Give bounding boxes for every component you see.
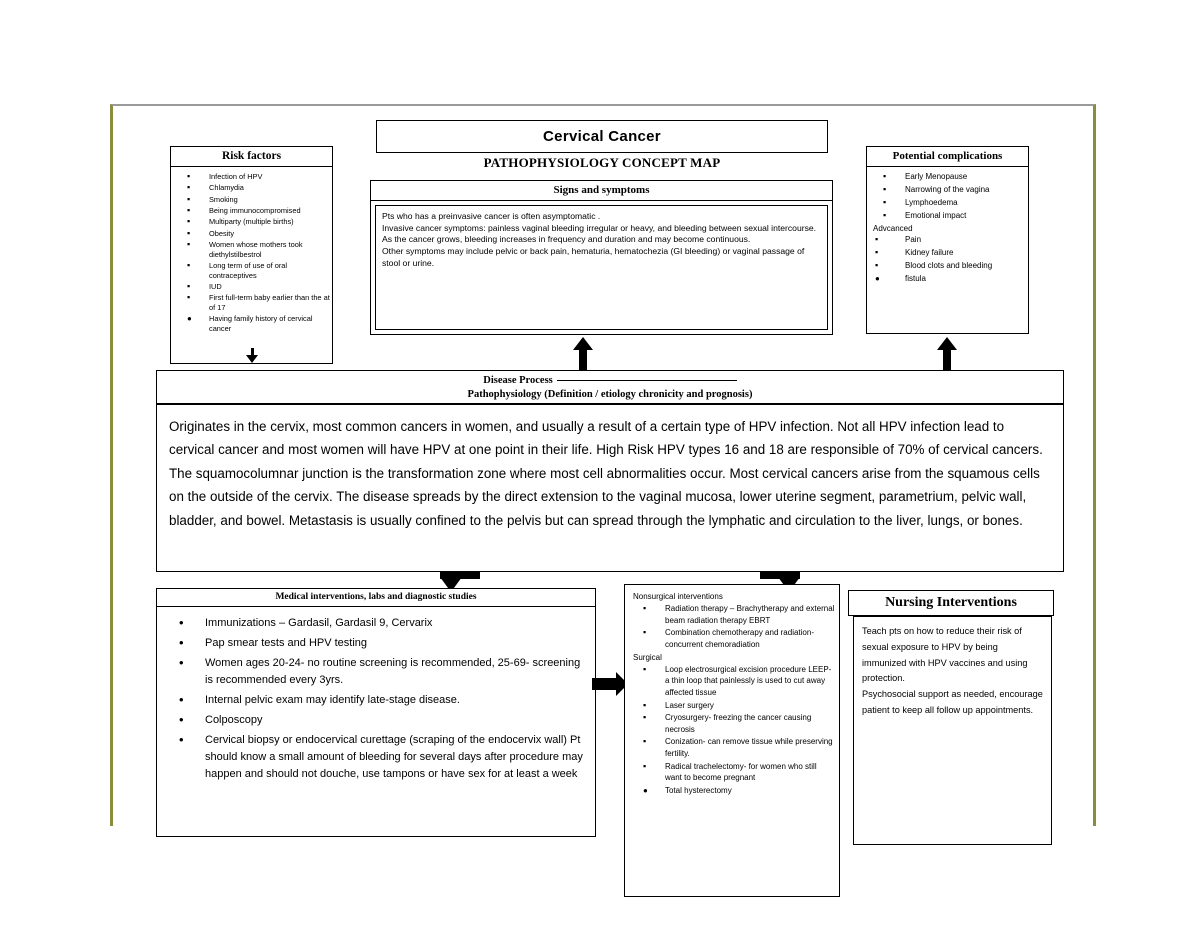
- list-item: Pain: [867, 234, 1026, 246]
- list-item: Pap smear tests and HPV testing: [157, 633, 587, 653]
- list-item: First full-term baby earlier than the at…: [171, 292, 330, 313]
- arrow-disease-to-signs-icon: [573, 337, 593, 370]
- signs-and-symptoms-header: Signs and symptoms: [371, 181, 832, 201]
- text-line: Pts who has a preinvasive cancer is ofte…: [382, 210, 601, 221]
- text-line: Invasive cancer symptoms: painless vagin…: [382, 222, 817, 233]
- list-item: Emotional impact: [867, 210, 1026, 222]
- list-item: Women whose mothers took diethylstilbest…: [171, 239, 330, 260]
- disease-process-body-box: Originates in the cervix, most common ca…: [156, 404, 1064, 572]
- risk-factors-box: Risk factors Infection of HPV Chlamydia …: [170, 146, 333, 364]
- disease-process-title: Disease Process: [483, 375, 553, 386]
- list-item: Colposcopy: [157, 710, 587, 730]
- signs-and-symptoms-box: Signs and symptoms Pts who has a preinva…: [370, 180, 833, 335]
- signs-and-symptoms-body: Pts who has a preinvasive cancer is ofte…: [375, 204, 828, 330]
- list-item: Internal pelvic exam may identify late-s…: [157, 690, 587, 710]
- arrow-disease-to-complications-icon: [937, 337, 957, 370]
- medical-interventions-list: Immunizations – Gardasil, Gardasil 9, Ce…: [157, 607, 595, 783]
- complications-advanced-list: Pain Kidney failure Blood clots and blee…: [867, 234, 1028, 285]
- disease-process-title-row: Disease Process: [157, 374, 1063, 388]
- disease-process-subtitle: Pathophysiology (Definition / etiology c…: [467, 389, 753, 401]
- risk-factors-list: Infection of HPV Chlamydia Smoking Being…: [171, 167, 332, 337]
- list-item: Multiparty (multiple births): [171, 216, 330, 228]
- list-item: Conization- can remove tissue while pres…: [629, 735, 835, 759]
- nursing-interventions-header: Nursing Interventions: [885, 595, 1017, 610]
- title-rule: [556, 380, 737, 381]
- list-item: Obesity: [171, 228, 330, 240]
- list-item: Narrowing of the vagina: [867, 184, 1026, 196]
- text-paragraph: Teach pts on how to reduce their risk of…: [862, 626, 1028, 684]
- text-line: Other symptoms may include pelvic or bac…: [382, 246, 805, 269]
- surgical-list: Loop electrosurgical excision procedure …: [629, 663, 835, 797]
- nursing-interventions-header-box: Nursing Interventions: [848, 590, 1054, 616]
- list-item: Kidney failure: [867, 247, 1026, 259]
- risk-factors-header: Risk factors: [171, 147, 332, 168]
- disease-process-text: Originates in the cervix, most common ca…: [169, 419, 1043, 528]
- list-item: Radiation therapy – Brachytherapy and ex…: [629, 602, 835, 626]
- list-item: Long term of use of oral contraceptives: [171, 260, 330, 281]
- list-item: Cryosurgery- freezing the cancer causing…: [629, 711, 835, 735]
- list-item: fistula: [867, 274, 1026, 285]
- nonsurgical-interventions-box: Nonsurgical interventions Radiation ther…: [624, 584, 840, 897]
- list-item: Loop electrosurgical excision procedure …: [629, 663, 835, 699]
- list-item: Women ages 20-24- no routine screening i…: [157, 653, 587, 689]
- list-item: Infection of HPV: [171, 171, 330, 183]
- list-item: Smoking: [171, 194, 330, 206]
- arrow-medical-to-nonsurgical-icon: [592, 672, 628, 696]
- text-paragraph: Psychosocial support as needed, encourag…: [862, 689, 1043, 716]
- potential-complications-header: Potential complications: [867, 147, 1028, 167]
- page-title: Cervical Cancer: [543, 128, 661, 145]
- list-item: Lymphoedema: [867, 197, 1026, 209]
- potential-complications-box: Potential complications Early Menopause …: [866, 146, 1029, 334]
- medical-interventions-box: Medical interventions, labs and diagnost…: [156, 588, 596, 837]
- surgical-subheader: Surgical: [633, 652, 662, 662]
- list-item: Being immunocompromised: [171, 205, 330, 217]
- nursing-interventions-body-box: Teach pts on how to reduce their risk of…: [853, 616, 1052, 845]
- text-line: As the cancer grows, bleeding increases …: [382, 234, 751, 245]
- list-item: Early Menopause: [867, 171, 1026, 183]
- list-item: Immunizations – Gardasil, Gardasil 9, Ce…: [157, 613, 587, 633]
- list-item: Total hysterectomy: [629, 785, 835, 797]
- list-item: Combination chemotherapy and radiation- …: [629, 626, 835, 650]
- nonsurgical-list: Radiation therapy – Brachytherapy and ex…: [629, 602, 835, 650]
- list-item: Laser surgery: [629, 699, 835, 712]
- list-item: Radical trachelectomy- for women who sti…: [629, 759, 835, 784]
- complications-list: Early Menopause Narrowing of the vagina …: [867, 167, 1028, 222]
- disease-process-header-box: Disease Process Pathophysiology (Definit…: [156, 370, 1064, 404]
- list-item: Blood clots and bleeding: [867, 260, 1026, 272]
- list-item: Cervical biopsy or endocervical curettag…: [157, 730, 587, 783]
- list-item: Having family history of cervical cancer: [171, 314, 330, 334]
- list-item: IUD: [171, 281, 330, 293]
- map-title-box: Cervical Cancer: [376, 120, 828, 153]
- medical-interventions-header: Medical interventions, labs and diagnost…: [157, 589, 595, 607]
- complications-advanced-subheader: Advcanced: [873, 223, 913, 233]
- nonsurgical-interventions-header: Nonsurgical interventions: [633, 592, 723, 601]
- list-item: Chlamydia: [171, 183, 330, 195]
- page-subtitle: PATHOPHYSIOLOGY CONCEPT MAP: [483, 155, 721, 170]
